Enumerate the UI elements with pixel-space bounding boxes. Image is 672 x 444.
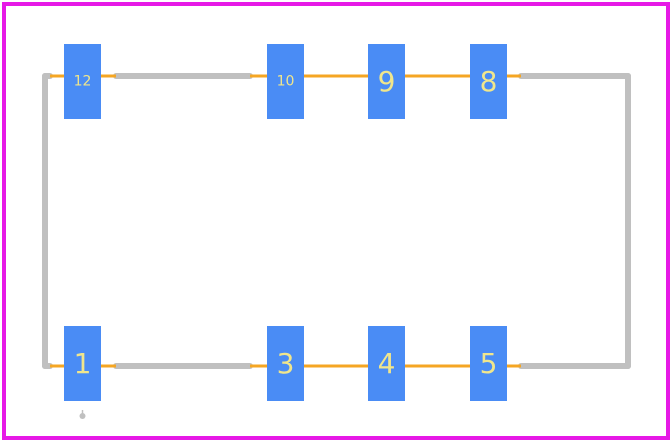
pad-4[interactable]: 4 bbox=[368, 326, 405, 401]
pads-top-row: 12 10 9 8 bbox=[64, 44, 507, 119]
pad-9-label: 9 bbox=[378, 65, 396, 98]
pads-bottom-row: 1 3 4 5 bbox=[64, 326, 507, 401]
pad-10-label: 10 bbox=[277, 74, 295, 90]
pad-10[interactable]: 10 bbox=[267, 44, 304, 119]
pad-9-body bbox=[368, 44, 405, 119]
pad-1[interactable]: 1 bbox=[64, 326, 101, 401]
pad-3-label: 3 bbox=[277, 347, 295, 380]
pin1-dot-icon bbox=[79, 410, 86, 419]
pad-12-label: 12 bbox=[74, 74, 92, 90]
pad-3-body bbox=[267, 326, 304, 401]
pad-1-label: 1 bbox=[74, 347, 92, 380]
pad-8[interactable]: 8 bbox=[470, 44, 507, 119]
pad-4-body bbox=[368, 326, 405, 401]
pad-5-body bbox=[470, 326, 507, 401]
silkscreen-outline bbox=[42, 73, 631, 369]
pad-1-body bbox=[64, 326, 101, 401]
pad-3[interactable]: 3 bbox=[267, 326, 304, 401]
pad-8-body bbox=[470, 44, 507, 119]
pad-8-label: 8 bbox=[480, 65, 498, 98]
pad-10-body bbox=[267, 44, 304, 119]
pad-9[interactable]: 9 bbox=[368, 44, 405, 119]
pad-12-body bbox=[64, 44, 101, 119]
copper-traces bbox=[50, 74, 521, 368]
pad-5[interactable]: 5 bbox=[470, 326, 507, 401]
pad-5-label: 5 bbox=[480, 347, 498, 380]
pad-4-label: 4 bbox=[378, 347, 396, 380]
pad-12[interactable]: 12 bbox=[64, 44, 101, 119]
